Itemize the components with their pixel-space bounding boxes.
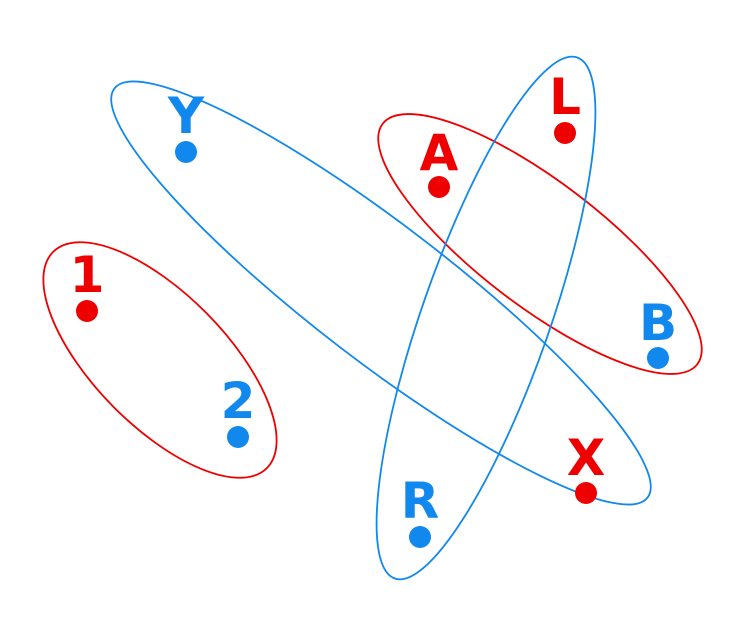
node-dot-x	[575, 482, 597, 504]
node-1: 1	[70, 246, 105, 322]
node-r: R	[401, 472, 440, 548]
node-dot-y	[175, 141, 197, 163]
group-outline-1-2	[42, 241, 278, 479]
node-a: A	[420, 124, 459, 198]
node-2: 2	[221, 372, 256, 448]
group-outline-a-b	[377, 113, 703, 375]
node-dot-a	[428, 176, 450, 198]
node-label-a: A	[420, 124, 459, 182]
node-dot-b	[647, 347, 669, 369]
node-label-l: L	[549, 68, 581, 126]
node-dot-1	[76, 300, 98, 322]
node-l: L	[549, 68, 581, 144]
group-outline-y-x	[110, 80, 652, 506]
node-label-b: B	[639, 294, 677, 352]
node-b: B	[639, 294, 677, 369]
node-dot-r	[409, 526, 431, 548]
node-dot-2	[227, 426, 249, 448]
node-label-x: X	[567, 429, 606, 487]
group-outline-l-r	[375, 55, 597, 581]
node-y: Y	[167, 87, 205, 163]
node-label-r: R	[401, 472, 440, 530]
node-label-y: Y	[167, 87, 205, 145]
node-dot-l	[554, 122, 576, 144]
node-x: X	[567, 429, 606, 504]
node-label-2: 2	[221, 372, 256, 430]
node-label-1: 1	[70, 246, 105, 304]
